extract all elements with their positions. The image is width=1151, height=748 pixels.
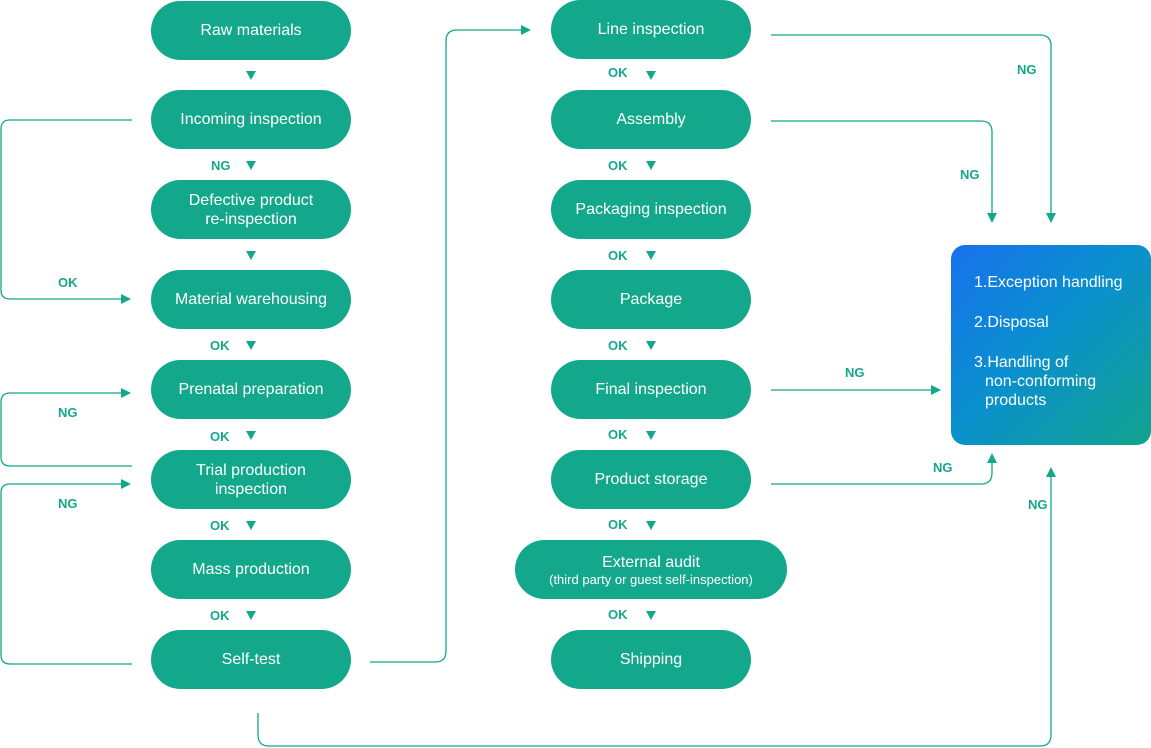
ok-label-package: OK <box>608 338 628 353</box>
assembly-box: Assembly <box>551 90 751 149</box>
mass-production-box: Mass production <box>151 540 351 599</box>
final-inspection-label: Final inspection <box>595 381 707 398</box>
ng-label-line: NG <box>1017 62 1037 77</box>
product-storage-label: Product storage <box>594 471 708 488</box>
prenatal-preparation-box: Prenatal preparation <box>151 360 351 419</box>
shipping-box: Shipping <box>551 630 751 689</box>
line-inspection-label: Line inspection <box>597 21 705 38</box>
material-warehousing-label: Material warehousing <box>174 291 328 308</box>
disposal-item: 2.Disposal <box>974 314 1049 331</box>
packaging-inspection-box: Packaging inspection <box>551 180 751 239</box>
incoming-inspection-label: Incoming inspection <box>180 111 322 128</box>
ok-label-warehousing: OK <box>210 338 230 353</box>
line-inspection-box: Line inspection <box>551 0 751 59</box>
defective-reinspection-box: Defective product re-inspection <box>151 180 351 239</box>
ok-label-final: OK <box>608 427 628 442</box>
final-inspection-box: Final inspection <box>551 360 751 419</box>
trial-production-label-2: inspection <box>214 480 288 498</box>
ok-label-incoming-loop: OK <box>58 275 78 290</box>
nonconforming-item: 3.Handling of non-conforming products <box>974 353 1151 410</box>
ok-label-trial: OK <box>210 518 230 533</box>
ng-label-selftest: NG <box>1028 497 1048 512</box>
ok-label-mass: OK <box>210 608 230 623</box>
defective-reinspection-label-1: Defective product <box>188 191 314 209</box>
mass-production-label: Mass production <box>192 561 310 578</box>
ng-label-final: NG <box>845 365 865 380</box>
nonconforming-item-line-3: products <box>985 392 1047 409</box>
self-test-box: Self-test <box>151 630 351 689</box>
ng-label-selftest-loop: NG <box>58 496 78 511</box>
ok-label-audit: OK <box>608 607 628 622</box>
prenatal-preparation-label: Prenatal preparation <box>178 381 324 398</box>
ok-label-line: OK <box>608 65 628 80</box>
material-warehousing-box: Material warehousing <box>151 270 351 329</box>
external-audit-label: External audit <box>602 553 700 571</box>
trial-production-label-1: Trial production <box>196 461 306 479</box>
assembly-label: Assembly <box>616 111 686 128</box>
ok-label-storage: OK <box>608 517 628 532</box>
exception-handling-box: 1.Exception handling 2.Disposal 3.Handli… <box>951 245 1151 445</box>
packaging-inspection-label: Packaging inspection <box>575 201 727 218</box>
product-storage-box: Product storage <box>551 450 751 509</box>
trial-production-box: Trial production inspection <box>151 450 351 509</box>
nonconforming-item-line-2: non-conforming <box>985 373 1097 390</box>
incoming-inspection-box: Incoming inspection <box>151 90 351 149</box>
ng-label-trial-loop: NG <box>58 405 78 420</box>
raw-materials-label: Raw materials <box>200 22 302 39</box>
package-box: Package <box>551 270 751 329</box>
ng-label-assembly: NG <box>960 167 980 182</box>
package-label: Package <box>619 291 683 308</box>
raw-materials-box: Raw materials <box>151 1 351 60</box>
ok-label-prenatal: OK <box>210 429 230 444</box>
self-test-label: Self-test <box>221 651 281 668</box>
defective-reinspection-label-2: re-inspection <box>205 210 297 228</box>
ok-label-assembly: OK <box>608 158 628 173</box>
ng-label-storage: NG <box>933 460 953 475</box>
exception-handling-item: 1.Exception handling <box>974 274 1123 291</box>
ng-label-incoming: NG <box>211 158 231 173</box>
nonconforming-item-line-1: 3.Handling of <box>974 354 1069 371</box>
ok-label-packaging: OK <box>608 248 628 263</box>
external-audit-box: External audit (third party or guest sel… <box>515 540 787 599</box>
external-audit-sublabel: (third party or guest self-inspection) <box>549 571 753 587</box>
shipping-label: Shipping <box>619 651 683 668</box>
